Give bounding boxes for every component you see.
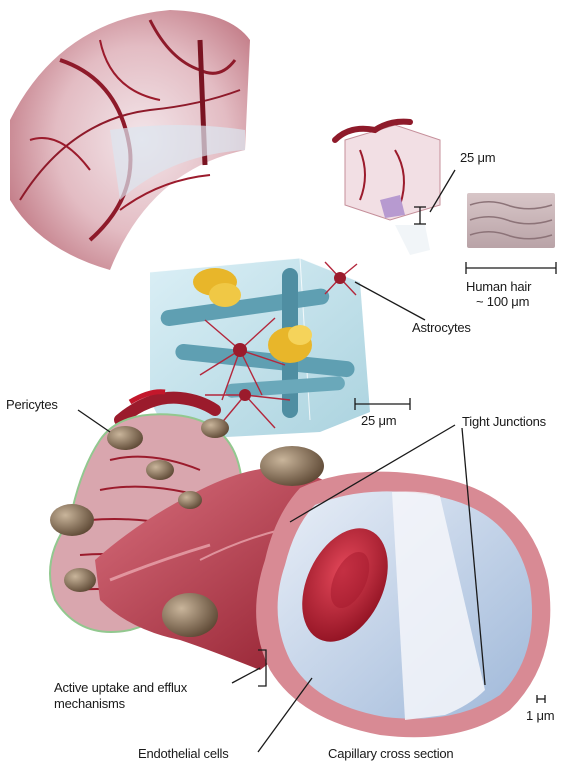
active-uptake-label: Active uptake and efflux xyxy=(54,680,187,695)
brain-surface xyxy=(10,10,250,270)
endothelial-cells-label: Endothelial cells xyxy=(138,746,229,761)
tight-junctions-label: Tight Junctions xyxy=(462,414,546,429)
tissue-block xyxy=(335,122,440,255)
human-hair-label: Human hair xyxy=(466,279,531,294)
astrocytes-label: Astrocytes xyxy=(412,320,471,335)
scale-label-25um-top: 25 μm xyxy=(460,150,495,165)
pericytes-label: Pericytes xyxy=(6,397,58,412)
human-hair-sample xyxy=(467,193,555,248)
human-hair-size-label: ~ 100 μm xyxy=(476,294,529,309)
scale-label-1um: 1 μm xyxy=(526,708,554,723)
capillary-cross-section-label: Capillary cross section xyxy=(328,746,453,761)
scale-label-25um-mid: 25 μm xyxy=(361,413,396,428)
active-uptake-label-line2: mechanisms xyxy=(54,696,125,711)
astrocyte-cube xyxy=(150,258,370,440)
